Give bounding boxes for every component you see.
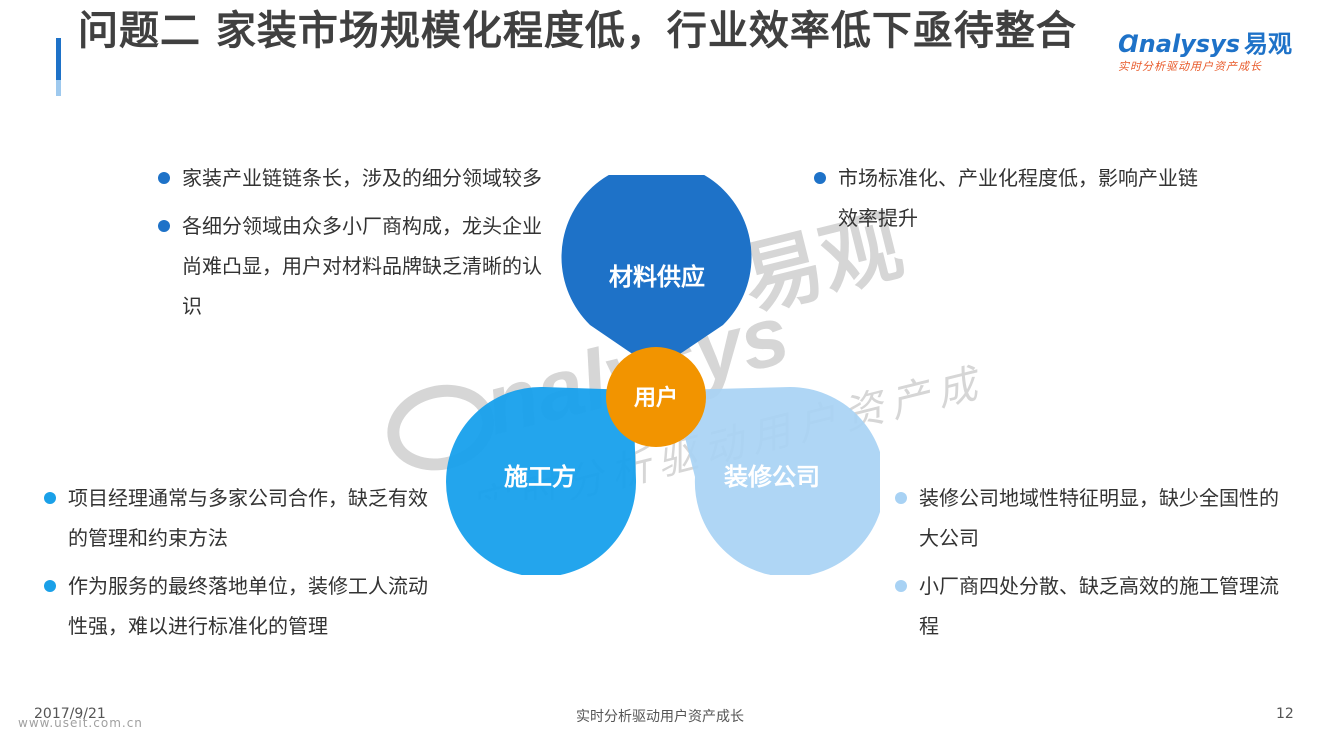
petal-material-supply (561, 175, 752, 370)
bullets-bottom-left: 项目经理通常与多家公司合作，缺乏有效的管理和约束方法 作为服务的最终落地单位，装… (42, 478, 442, 654)
petal-construction (446, 386, 637, 575)
label-construction: 施工方 (504, 463, 576, 491)
petal-decoration-company (673, 387, 880, 575)
page-number: 12 (1276, 706, 1294, 722)
list-item: 装修公司地域性特征明显，缺少全国性的大公司 (893, 478, 1293, 558)
title-accent-bar (56, 38, 61, 80)
page-title: 问题二 家装市场规模化程度低，行业效率低下亟待整合 (78, 8, 1077, 54)
list-item: 各细分领域由众多小厂商构成，龙头企业尚难凸显，用户对材料品牌缺乏清晰的认识 (156, 206, 556, 326)
list-item: 市场标准化、产业化程度低，影响产业链效率提升 (812, 158, 1212, 238)
industry-chain-diagram: 材料供应 施工方 装修公司 用户 (446, 175, 880, 575)
logo-a-icon: Ɑ (1118, 30, 1139, 58)
list-item: 家装产业链链条长，涉及的细分领域较多 (156, 158, 556, 198)
footer-slogan: 实时分析驱动用户资产成长 (576, 709, 744, 725)
logo-brand-cn: 易观 (1244, 30, 1293, 58)
label-decoration-company: 装修公司 (724, 463, 820, 491)
logo-slogan: 实时分析驱动用户资产成长 (1118, 60, 1262, 73)
footer-date: 2017/9/21 (34, 706, 106, 722)
footer-url-watermark: www.useit.com.cn (18, 716, 143, 730)
list-item: 作为服务的最终落地单位，装修工人流动性强，难以进行标准化的管理 (42, 566, 442, 646)
label-user: 用户 (634, 385, 678, 411)
bullets-top-left: 家装产业链链条长，涉及的细分领域较多 各细分领域由众多小厂商构成，龙头企业尚难凸… (156, 158, 556, 334)
list-item: 项目经理通常与多家公司合作，缺乏有效的管理和约束方法 (42, 478, 442, 558)
logo-brand-en: nalysys (1138, 30, 1241, 58)
bullets-bottom-right: 装修公司地域性特征明显，缺少全国性的大公司 小厂商四处分散、缺乏高效的施工管理流… (893, 478, 1293, 654)
label-material-supply: 材料供应 (609, 263, 705, 291)
list-item: 小厂商四处分散、缺乏高效的施工管理流程 (893, 566, 1293, 646)
title-accent-bar-light (56, 80, 61, 96)
center-user-circle (606, 347, 706, 447)
bullets-top-right: 市场标准化、产业化程度低，影响产业链效率提升 (812, 158, 1212, 246)
